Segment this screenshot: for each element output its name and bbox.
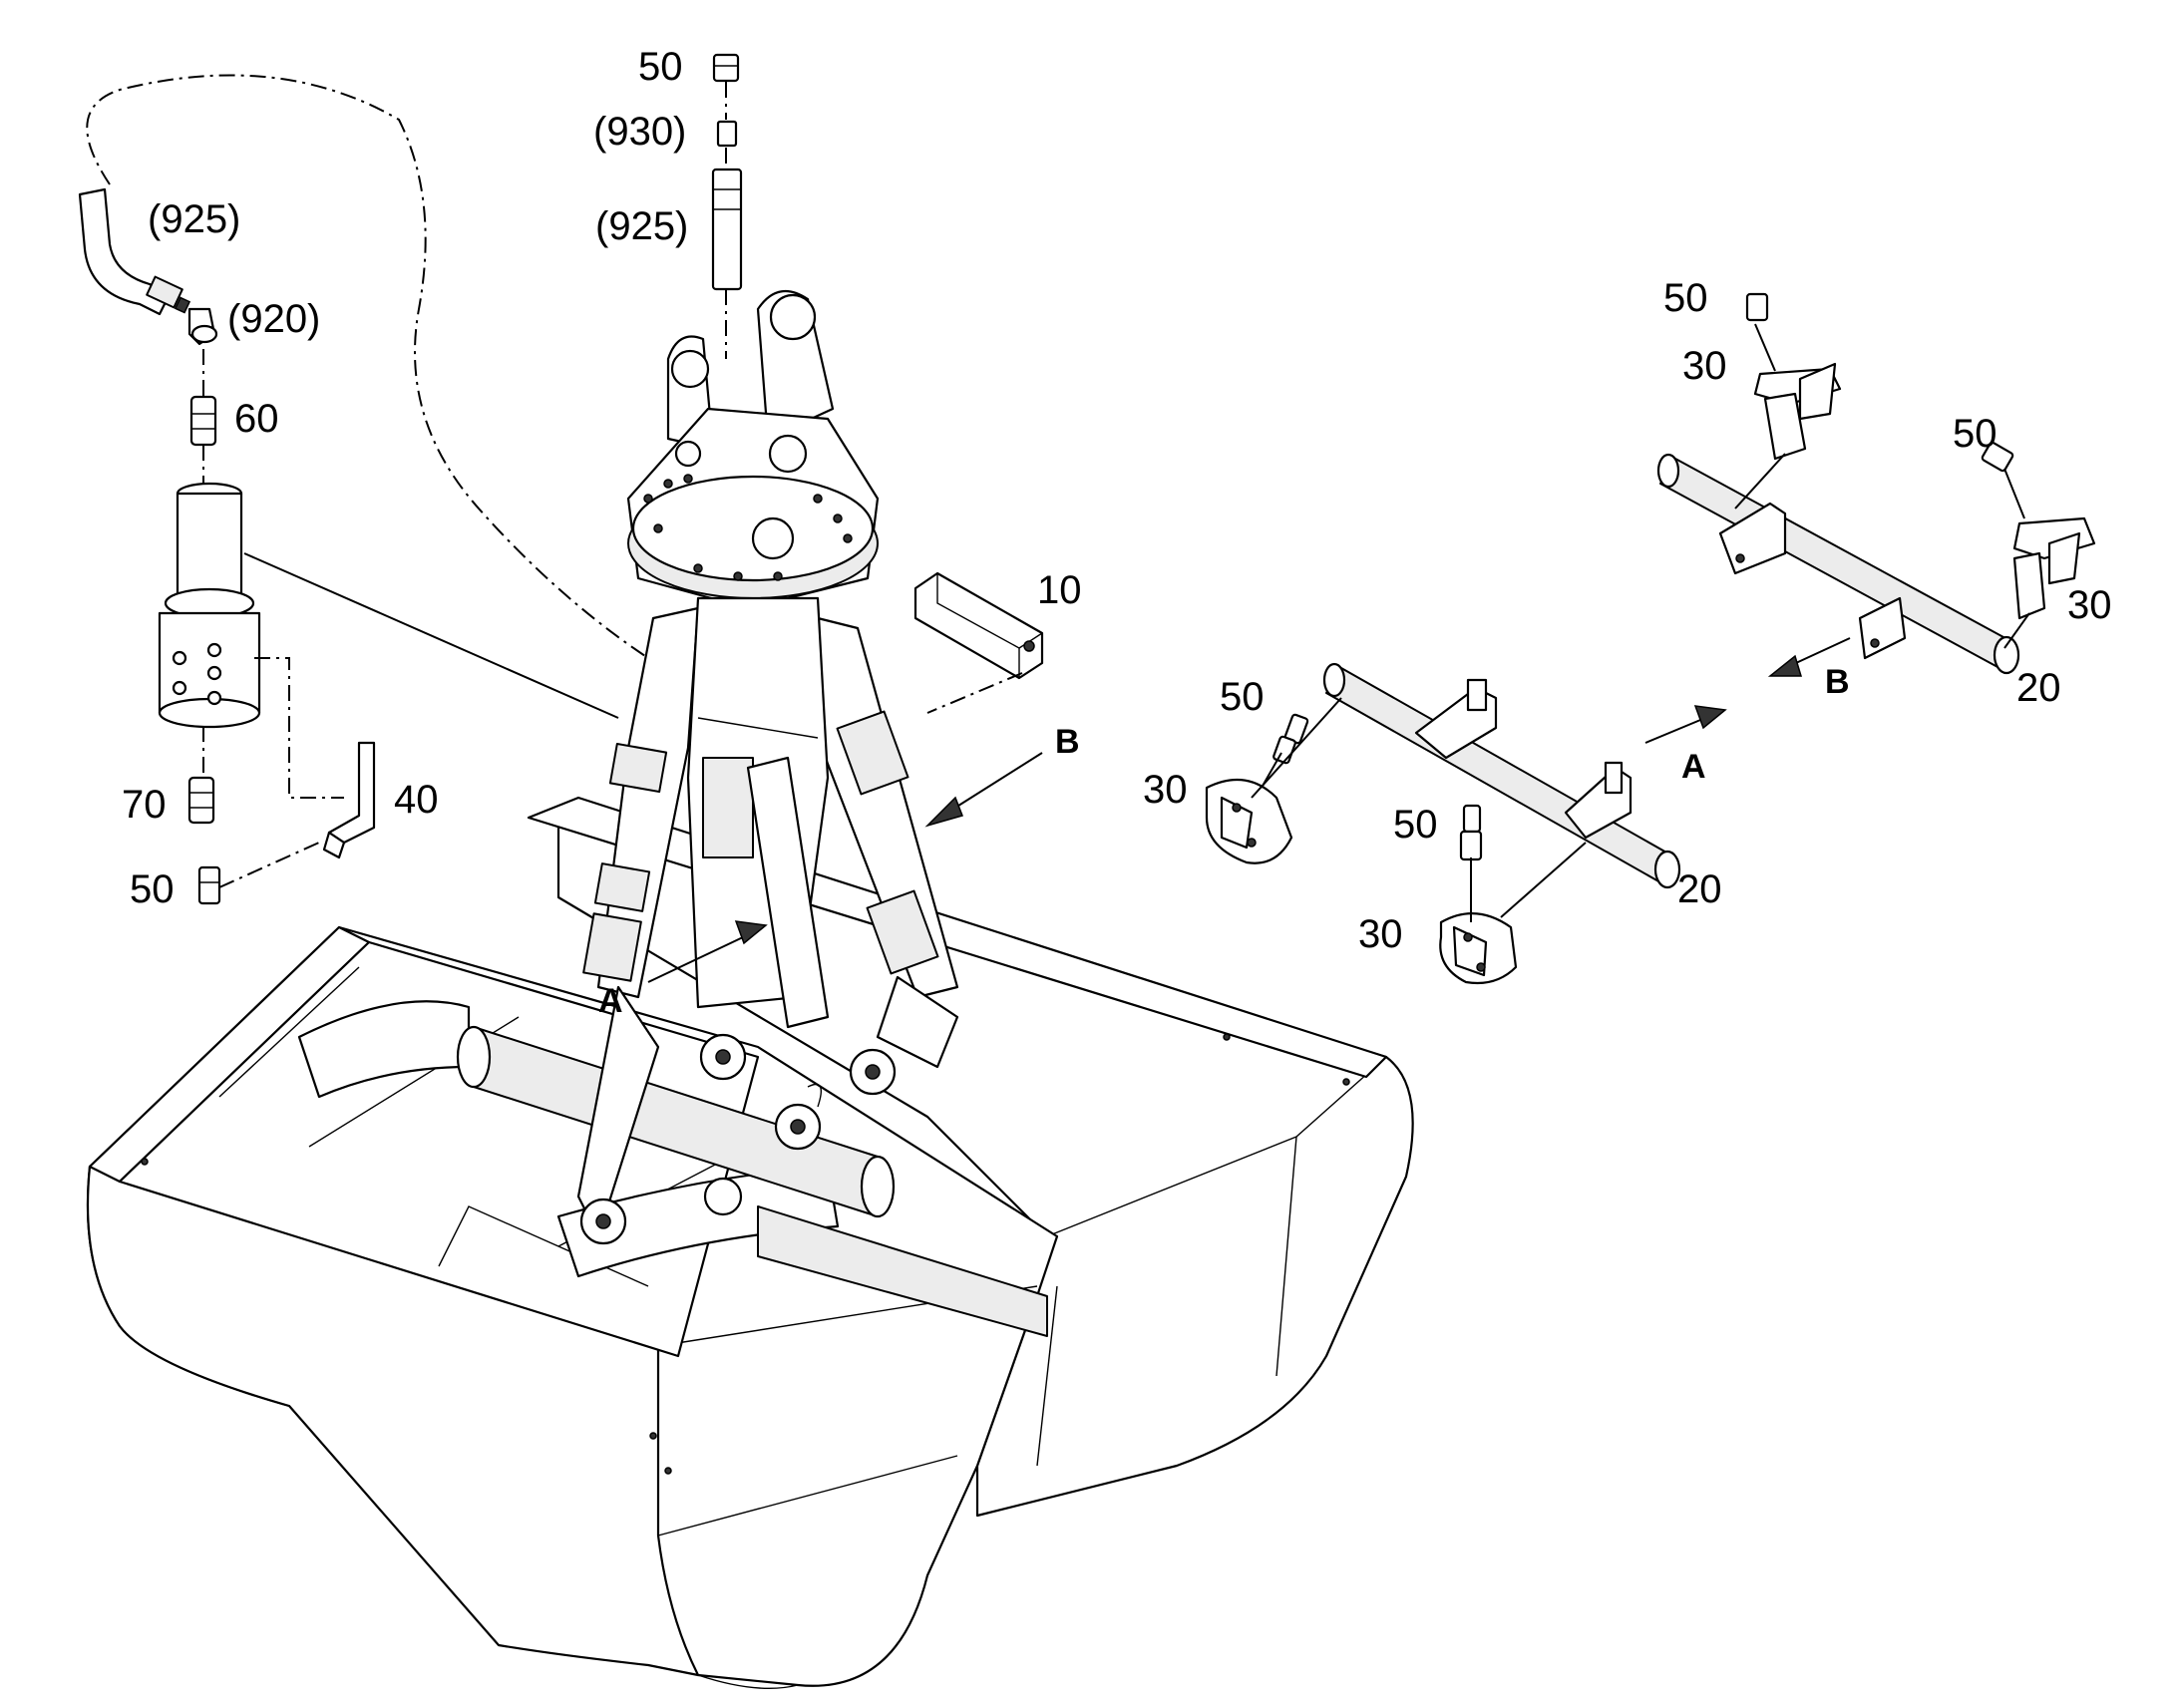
callout-detail-a-arrow: A xyxy=(1681,748,1706,786)
callout-swivel-adapter-60: 60 xyxy=(234,397,279,441)
callout-left-fitting-50: 50 xyxy=(130,867,175,911)
callout-top-hose-925: (925) xyxy=(595,204,688,248)
grab-head-assembly xyxy=(576,289,959,1245)
callout-detail-b-arrow: B xyxy=(1825,663,1850,701)
callout-top-nipple-930: (930) xyxy=(593,110,686,154)
leader-lines xyxy=(86,74,2030,983)
callout-detail-b-cover-30-right: 30 xyxy=(2067,583,2112,627)
callout-detail-a-axle-20: 20 xyxy=(1677,867,1722,911)
callout-arrow-a-main: A xyxy=(598,982,623,1020)
callout-top-fitting-50: 50 xyxy=(638,45,683,89)
detail-a-axle-assembly xyxy=(1205,662,1681,985)
callout-arrow-b-main: B xyxy=(1055,723,1080,761)
callout-detail-b-fitting-50-top: 50 xyxy=(1663,276,1708,320)
detail-b-axle-assembly xyxy=(1656,292,2096,675)
callout-detail-a-fitting-50-left: 50 xyxy=(1220,675,1265,719)
callout-left-hose-925: (925) xyxy=(148,197,240,241)
callout-detail-b-fitting-50-right: 50 xyxy=(1953,412,1998,456)
callout-adapter-70: 70 xyxy=(122,783,167,827)
hose-and-swivel-parts xyxy=(78,53,1044,905)
callout-detail-a-cover-30-lower: 30 xyxy=(1358,912,1403,956)
callout-labels: 50 (930) (925) (925) (920) 60 10 70 40 5… xyxy=(122,45,2112,1020)
callout-left-elbow-920: (920) xyxy=(227,297,320,341)
callout-detail-a-fitting-50-lower: 50 xyxy=(1393,803,1438,847)
callout-detail-b-cover-30-top: 30 xyxy=(1682,344,1727,388)
callout-block-10: 10 xyxy=(1037,568,1082,612)
callout-bracket-40: 40 xyxy=(394,778,439,822)
callout-detail-a-cover-30-left: 30 xyxy=(1143,768,1188,812)
callout-detail-b-axle-20: 20 xyxy=(2016,666,2061,710)
